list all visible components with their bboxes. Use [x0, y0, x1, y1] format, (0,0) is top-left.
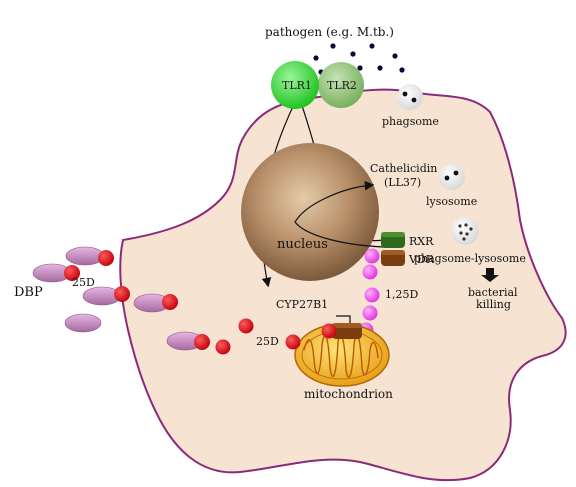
dbp-carrier	[166, 331, 210, 351]
cathelicidin-label: Cathelicidin	[370, 162, 437, 175]
vdr-receptor	[381, 250, 405, 266]
phagosome	[397, 84, 423, 110]
dbp-carrier	[133, 293, 178, 313]
cyp27b1-enzyme	[332, 323, 362, 339]
dbp-carrier	[82, 286, 130, 306]
tlr2-label: TLR2	[327, 79, 357, 92]
bacterial-killing-arrow	[481, 268, 499, 282]
cyp27b1-label: CYP27B1	[276, 298, 328, 311]
killing-label: killing	[476, 298, 511, 311]
cell-membrane	[119, 88, 567, 482]
bacterial-label: bacterial	[468, 286, 518, 299]
tlr2-receptor	[318, 62, 364, 108]
pathogen-label: pathogen (e.g. M.tb.)	[265, 25, 394, 39]
rxr-receptor	[381, 232, 405, 248]
vitamin-d-25d-molecule	[215, 339, 231, 355]
dbp-carrier	[65, 246, 114, 266]
outer-25d-label: 25D	[72, 276, 95, 289]
rxr-label: RXR	[409, 235, 434, 248]
mitochondrion-label: mitochondrion	[304, 387, 393, 401]
inner-25d-label: 25D	[256, 335, 279, 348]
mito-25d-molecule	[321, 323, 337, 339]
vitamin-d-25d-molecule	[238, 318, 254, 334]
phagosome-lysosome	[451, 217, 479, 245]
vdr-to-cathelicidin-arrow	[294, 180, 385, 248]
dbp-label: DBP	[14, 285, 43, 300]
lysosome	[439, 164, 465, 190]
calcitriol-label: 1,25D	[385, 288, 418, 301]
cathelicidin-sub-label: (LL37)	[384, 176, 421, 189]
vdr-label: VDR	[408, 253, 435, 266]
nucleus	[241, 143, 379, 281]
dbp-carrier	[32, 263, 80, 283]
phagosome-label: phagsome	[382, 115, 439, 128]
nucleus-label: nucleus	[277, 237, 328, 252]
vitamin-d-25d-molecule	[285, 334, 301, 350]
lysosome-label: lysosome	[426, 195, 477, 208]
tlr1-receptor	[271, 61, 319, 109]
tlr1-label: TLR1	[282, 79, 312, 92]
dbp-carrier	[64, 313, 102, 333]
phagosome-lysosome-label: phagsome-lysosome	[414, 252, 526, 265]
